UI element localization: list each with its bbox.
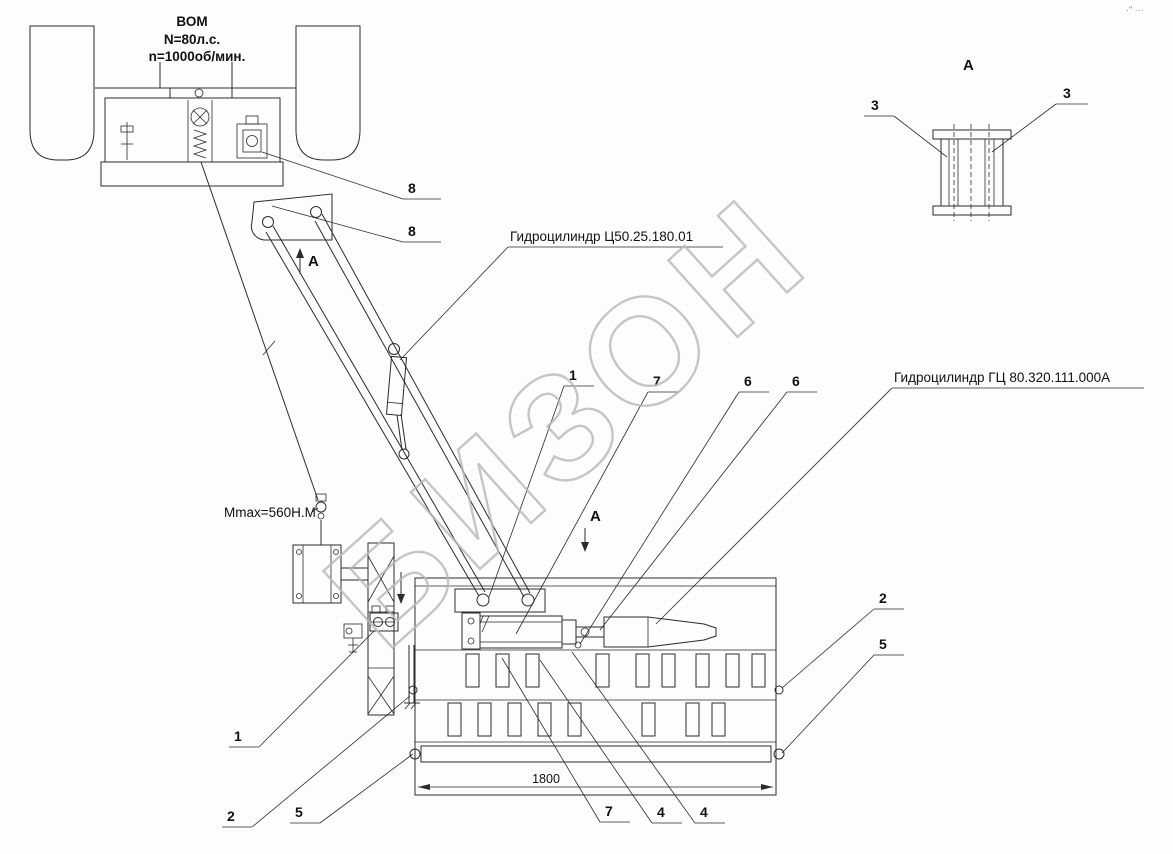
callout-2-lower: 2	[222, 695, 411, 828]
callout-1-lower: 1	[229, 630, 375, 748]
svg-text:8: 8	[408, 223, 416, 239]
width-dimension: 1800	[418, 772, 773, 790]
pto-gearbox	[100, 87, 284, 187]
dimension-1800-label: 1800	[532, 772, 560, 786]
section-mark-upper: А	[296, 248, 319, 274]
svg-text:2: 2	[879, 590, 887, 606]
mounting-bracket	[250, 193, 333, 241]
svg-text:4: 4	[700, 804, 708, 820]
callout-5-right: 5	[781, 636, 904, 754]
svg-text:5: 5	[295, 804, 303, 820]
detail-view-a: А	[932, 57, 1012, 221]
upper-cylinder-callout: Гидроцилиндр Ц50.25.180.01	[399, 229, 723, 361]
pto-label-line1: ВОМ	[176, 14, 207, 29]
section-a-lower-label: А	[590, 508, 601, 525]
svg-text:2: 2	[227, 808, 235, 824]
torque-label: Mmax=560Н.М	[224, 505, 316, 520]
svg-text:4: 4	[657, 804, 665, 820]
callout-5-lower: 5	[290, 753, 414, 824]
callout-8-lower: 8	[271, 205, 441, 243]
boom-arms	[265, 213, 531, 598]
svg-text:6: 6	[792, 373, 800, 389]
tractor-wheels	[29, 25, 361, 161]
svg-text:1: 1	[234, 728, 242, 744]
section-mark-lower: А	[581, 508, 601, 552]
upper-cylinder-label: Гидроцилиндр Ц50.25.180.01	[510, 229, 693, 244]
callout-7-lower: 7	[501, 657, 630, 823]
dim-arrow-right-icon	[761, 784, 773, 790]
callout-3-right: 3	[991, 85, 1088, 153]
svg-text:5: 5	[879, 636, 887, 652]
up-arrow-icon	[296, 248, 304, 258]
deck-gearbox-assembly	[292, 493, 420, 716]
callout-3-left: 3	[864, 97, 948, 158]
corner-marks: ·ʺ ···	[1126, 5, 1144, 15]
deck-cylinder	[461, 612, 717, 650]
callout-4-right: 4	[571, 651, 725, 824]
pto-label-line3: n=1000об/мин.	[149, 49, 246, 64]
svg-text:1: 1	[569, 367, 577, 383]
callouts: 8 8 1 7 6 6 2	[222, 85, 1088, 828]
lower-cylinder-callout: Гидроцилиндр ГЦ 80.320.111.000А	[655, 370, 1144, 625]
down-arrow-icon	[397, 594, 405, 604]
torque-callout: Mmax=560Н.М	[224, 505, 319, 520]
callout-4-left: 4	[539, 659, 682, 824]
callout-8-upper: 8	[261, 151, 441, 200]
detail-a-title: А	[963, 57, 974, 74]
svg-text:6: 6	[744, 373, 752, 389]
section-a-upper-label: А	[308, 253, 319, 270]
svg-text:3: 3	[1063, 85, 1071, 101]
drive-shaft	[200, 161, 319, 501]
svg-text:7: 7	[605, 803, 613, 819]
dim-arrow-left-icon	[418, 784, 430, 790]
svg-text:7: 7	[653, 373, 661, 389]
pto-label-line2: N=80л.с.	[164, 32, 220, 47]
lower-cylinder-label: Гидроцилиндр ГЦ 80.320.111.000А	[894, 370, 1110, 385]
down-arrow-icon	[581, 542, 589, 552]
pto-bracket-lines	[95, 62, 296, 89]
pto-text-block: ВОМ N=80л.с. n=1000об/мин.	[149, 14, 246, 64]
flail-knives	[447, 653, 766, 737]
lift-cylinder	[385, 343, 410, 460]
callout-2-right: 2	[781, 590, 904, 689]
callout-7-upper: 7	[515, 373, 678, 635]
callout-6-right: 6	[599, 373, 817, 631]
rear-roller	[408, 685, 785, 763]
svg-text:3: 3	[871, 97, 879, 113]
callout-1-upper: 1	[488, 367, 594, 598]
callout-6-left: 6	[579, 373, 769, 645]
svg-text:8: 8	[408, 180, 416, 196]
